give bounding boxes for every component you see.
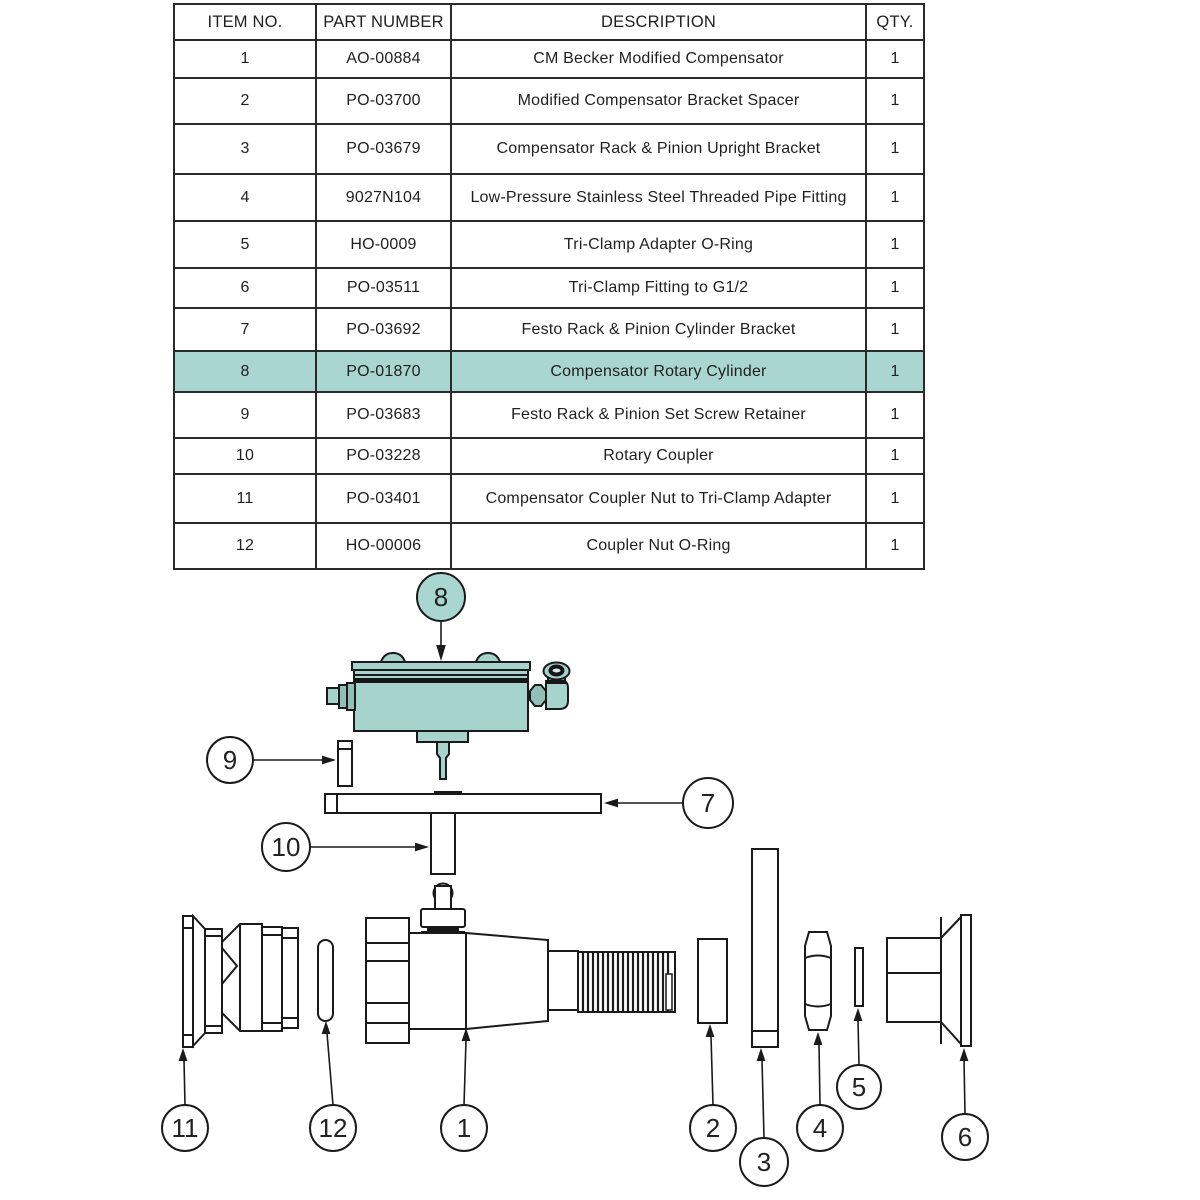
header-item-no: ITEM NO. [173,3,317,41]
part-bracket-spacer [697,938,728,1024]
callout-8: 8 [416,572,466,661]
svg-text:2: 2 [706,1113,720,1143]
svg-text:4: 4 [813,1113,827,1143]
callout-5: 5 [836,1008,882,1110]
header-description: DESCRIPTION [450,3,867,41]
svg-text:5: 5 [852,1072,866,1102]
part-triclamp-ferrule [886,914,972,1047]
part-oring [854,947,864,1007]
callout-12: 12 [309,1021,357,1152]
svg-text:8: 8 [434,582,448,612]
svg-text:11: 11 [172,1113,199,1143]
svg-text:6: 6 [958,1122,972,1152]
part-rotary-cylinder [326,651,571,780]
callout-4: 4 [796,1032,844,1152]
svg-text:3: 3 [757,1147,771,1177]
part-cylinder-bracket [324,791,602,814]
header-part-number: PART NUMBER [315,3,452,41]
part-upright-bracket [751,848,779,1048]
callout-11: 11 [161,1048,209,1152]
part-coupler-pin [317,939,334,1022]
svg-text:10: 10 [272,832,301,862]
svg-text:7: 7 [701,788,715,818]
part-compensator [365,882,676,1044]
svg-text:12: 12 [319,1113,348,1143]
part-set-screw-retainer [337,740,353,787]
table-header-row: ITEM NO. PART NUMBER DESCRIPTION QTY. [173,3,925,41]
part-rotary-coupler [430,812,456,875]
svg-text:9: 9 [223,745,237,775]
callout-10: 10 [261,822,429,872]
callout-2: 2 [689,1024,737,1152]
header-qty: QTY. [865,3,925,41]
callout-7: 7 [604,777,734,829]
part-pipe-fitting-nut [804,931,832,1031]
svg-text:1: 1 [457,1113,471,1143]
callout-3: 3 [739,1048,789,1187]
callout-9: 9 [206,736,336,784]
part-triclamp-adapter [182,913,299,1049]
callout-6: 6 [941,1048,989,1161]
callout-1: 1 [440,1028,488,1152]
